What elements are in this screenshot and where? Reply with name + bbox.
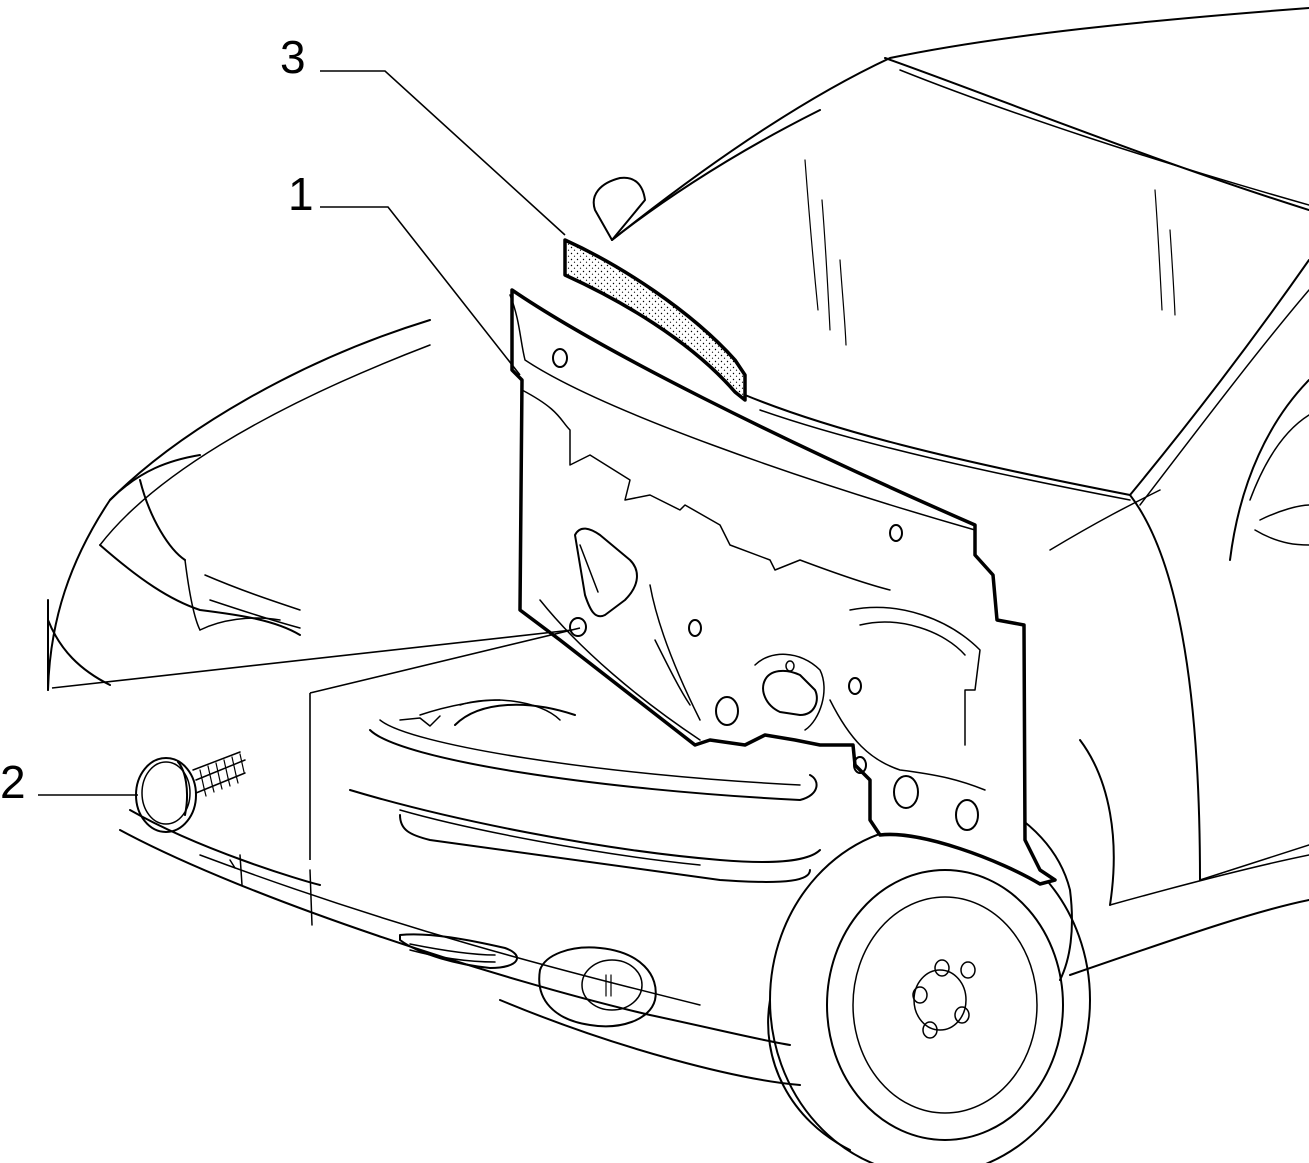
callout-1-label: 1	[288, 168, 314, 220]
push-clip-fastener	[135, 751, 246, 833]
leader-lines	[38, 70, 581, 860]
foam-seal-strip	[563, 238, 747, 402]
leader-line-1	[320, 206, 521, 376]
clip-location-leader	[51, 629, 573, 689]
callout-2-label: 2	[0, 756, 26, 808]
callout-3-label: 3	[280, 31, 306, 83]
leader-line-3	[320, 70, 566, 236]
insulation-panel	[509, 288, 1057, 886]
car-body-outline	[47, 7, 1309, 1086]
clip-location-leader	[309, 627, 581, 694]
